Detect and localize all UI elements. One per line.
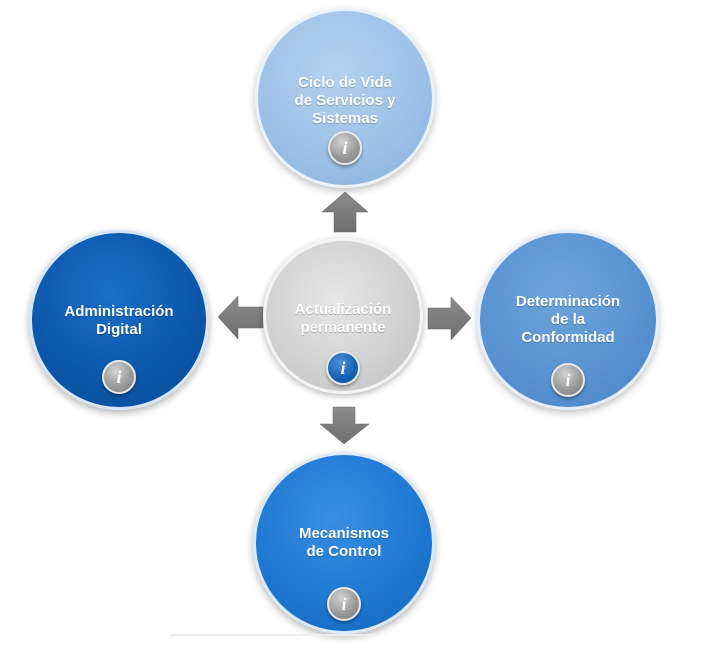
footer-divider: [170, 634, 380, 636]
node-label: Mecanismos de Control: [298, 525, 390, 560]
node-label: Actualización permanente: [294, 301, 392, 336]
arrow-left: [217, 295, 264, 340]
info-icon[interactable]: i: [328, 131, 362, 165]
arrow-up: [321, 191, 369, 233]
info-icon[interactable]: i: [327, 587, 361, 621]
arrow-down: [319, 406, 370, 445]
arrow-right: [427, 296, 472, 341]
node-actualizacion-permanente[interactable]: Actualización permanente i: [263, 238, 423, 394]
node-ciclo-de-vida[interactable]: Ciclo de Vida de Servicios y Sistemas i: [255, 8, 435, 188]
node-mecanismos-de-control[interactable]: Mecanismos de Control i: [253, 452, 435, 634]
node-label: Ciclo de Vida de Servicios y Sistemas: [294, 74, 396, 127]
info-icon[interactable]: i: [102, 360, 136, 394]
node-administracion-digital[interactable]: Administración Digital i: [29, 230, 209, 410]
node-label: Determinación de la Conformidad: [515, 293, 621, 346]
info-icon[interactable]: i: [551, 363, 585, 397]
node-label: Administración Digital: [64, 303, 174, 338]
info-icon[interactable]: i: [326, 351, 360, 385]
node-determinacion-conformidad[interactable]: Determinación de la Conformidad i: [477, 230, 659, 410]
